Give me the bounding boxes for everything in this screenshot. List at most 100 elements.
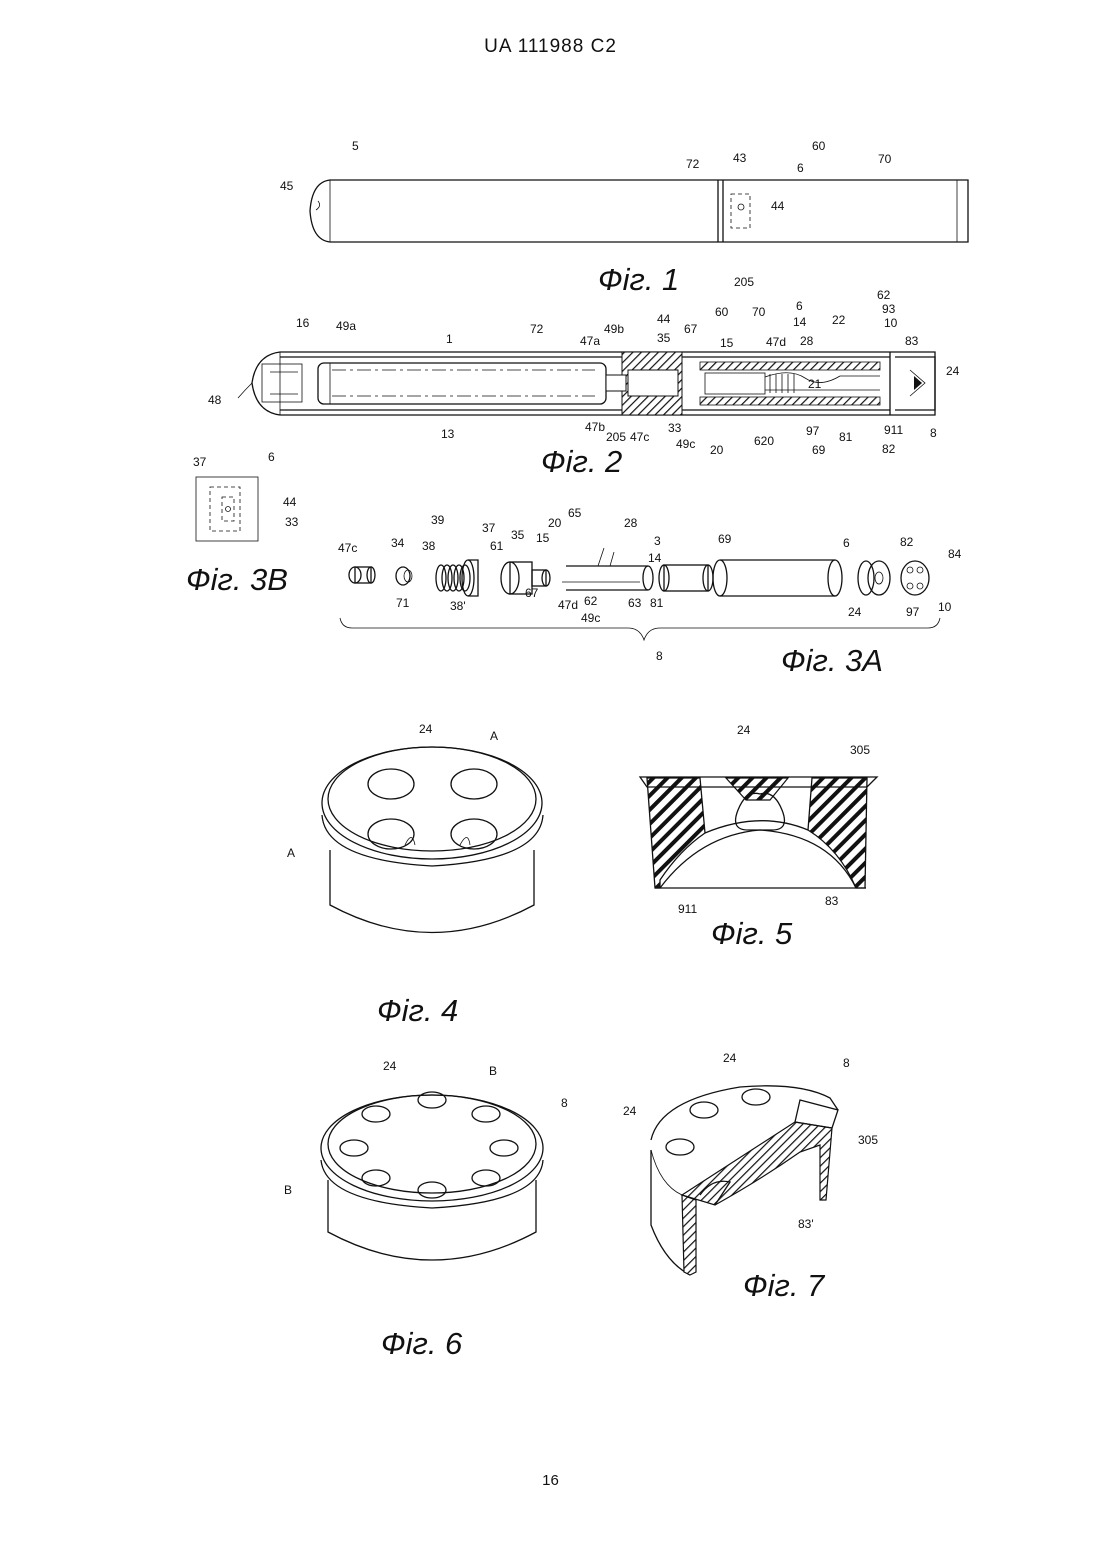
fig7-section [651, 1086, 838, 1275]
fig3b-ref-label: 44 [283, 495, 297, 509]
fig4-labels: 24A A [287, 722, 498, 860]
fig7-ref-label: 24 [623, 1104, 637, 1118]
fig1-ref-label: 205 [734, 275, 754, 289]
fig5-ref-label: 24 [737, 723, 751, 737]
fig2-ref-label: 22 [832, 313, 846, 327]
fig3a-ref-label: 63 [628, 596, 642, 610]
fig2-ref-label: 97 [806, 424, 820, 438]
fig2-ref-label: 13 [441, 427, 455, 441]
fig4-ref-label: 24 [419, 722, 433, 736]
fig5-caption: Фіг. 5 [711, 916, 792, 952]
fig1-ref-label: 72 [686, 157, 700, 171]
fig7-caption: Фіг. 7 [743, 1268, 824, 1304]
fig1-ref-label: 6 [797, 161, 804, 175]
fig3a-ref-label: 49c [581, 611, 600, 625]
fig1-ref-label: 44 [771, 199, 785, 213]
fig2-ref-label: 47b [585, 420, 605, 434]
fig6-ref-label: B [489, 1064, 497, 1078]
fig6-caption: Фіг. 6 [381, 1326, 462, 1362]
fig2-ref-label: 33 [668, 421, 682, 435]
fig2-ref-label: 69 [812, 443, 826, 457]
fig3a-ref-label: 8 [656, 649, 663, 663]
fig2-ref-label: 83 [905, 334, 919, 348]
fig2-ref-label: 911 [884, 423, 903, 437]
fig3b-labels: 3764433 [193, 450, 299, 529]
fig4-ref-label: A [490, 729, 498, 743]
fig3a-ref-label: 6 [843, 536, 850, 550]
fig3b-detail [196, 477, 258, 541]
fig3b-ref-label: 6 [268, 450, 275, 464]
fig2-ref-label: 49a [336, 319, 356, 333]
fig2-ref-label: 16 [296, 316, 310, 330]
fig3a-ref-label: 65 [568, 506, 582, 520]
fig2-ref-label: 1 [446, 332, 453, 346]
fig2-ref-label: 44 [657, 312, 671, 326]
fig2-cross-section [238, 352, 935, 415]
fig3a-ref-label: 82 [900, 535, 914, 549]
fig3a-labels: 47c3471393838'373561671547d206528146249c… [338, 506, 962, 663]
fig2-ref-label: 620 [754, 434, 774, 448]
fig1-labels: 54572436067044205 [280, 139, 892, 289]
fig3a-ref-label: 34 [391, 536, 405, 550]
fig5-ref-label: 83 [825, 894, 839, 908]
fig2-ref-label: 49c [676, 437, 695, 451]
fig3a-ref-label: 15 [536, 531, 550, 545]
fig2-ref-label: 47d [766, 335, 786, 349]
fig2-ref-label: 6 [796, 299, 803, 313]
fig3a-ref-label: 67 [525, 586, 539, 600]
fig2-ref-label: 67 [684, 322, 698, 336]
fig3a-ref-label: 39 [431, 513, 445, 527]
fig2-ref-label: 205 [606, 430, 626, 444]
fig3a-ref-label: 47c [338, 541, 357, 555]
fig2-caption: Фіг. 2 [541, 444, 622, 480]
fig7-ref-label: 305 [858, 1133, 878, 1147]
fig1-caption: Фіг. 1 [598, 262, 679, 298]
fig2-ref-label: 14 [793, 315, 807, 329]
fig1-ref-label: 60 [812, 139, 826, 153]
fig2-ref-label: 28 [800, 334, 814, 348]
fig2-ref-label: 60 [715, 305, 729, 319]
fig2-ref-label: 72 [530, 322, 544, 336]
fig3a-ref-label: 14 [648, 551, 662, 565]
fig4-ref-label: A [287, 846, 295, 860]
fig3a-ref-label: 3 [654, 534, 661, 548]
fig7-labels: 2424830583' [623, 1051, 878, 1231]
fig3a-ref-label: 81 [650, 596, 664, 610]
fig3a-ref-label: 97 [906, 605, 920, 619]
fig2-ref-label: 93 [882, 302, 896, 316]
fig5-ref-label: 911 [678, 902, 697, 916]
fig2-ref-label: 47c [630, 430, 649, 444]
fig2-ref-label: 82 [882, 442, 896, 456]
fig2-ref-label: 81 [839, 430, 853, 444]
fig5-section [640, 777, 877, 888]
fig1-ref-label: 70 [878, 152, 892, 166]
fig2-ref-label: 24 [946, 364, 960, 378]
fig1-ref-label: 45 [280, 179, 294, 193]
fig2-ref-label: 20 [710, 443, 724, 457]
fig6-ref-label: 24 [383, 1059, 397, 1073]
fig2-ref-label: 49b [604, 322, 624, 336]
fig4-caption: Фіг. 4 [377, 993, 458, 1029]
fig3a-ref-label: 61 [490, 539, 504, 553]
page-number: 16 [0, 1472, 1101, 1489]
fig1-ref-label: 5 [352, 139, 359, 153]
fig2-ref-label: 10 [884, 316, 898, 330]
fig2-ref-label: 15 [720, 336, 734, 350]
fig3a-ref-label: 62 [584, 594, 598, 608]
fig3a-caption: Фіг. 3A [781, 643, 883, 679]
fig7-ref-label: 83' [798, 1217, 814, 1231]
fig2-ref-label: 62 [877, 288, 891, 302]
fig3a-ref-label: 20 [548, 516, 562, 530]
fig3a-ref-label: 38 [422, 539, 436, 553]
fig2-ref-label: 47a [580, 334, 600, 348]
fig3a-ref-label: 71 [396, 596, 410, 610]
fig4-mouthpiece-4holes [322, 747, 543, 933]
fig2-ref-label: 48 [208, 393, 222, 407]
fig3a-ref-label: 10 [938, 600, 952, 614]
fig3a-ref-label: 38' [450, 599, 466, 613]
fig3a-exploded [340, 548, 940, 640]
fig6-ref-label: B [284, 1183, 292, 1197]
fig3a-ref-label: 69 [718, 532, 732, 546]
fig3a-ref-label: 24 [848, 605, 862, 619]
